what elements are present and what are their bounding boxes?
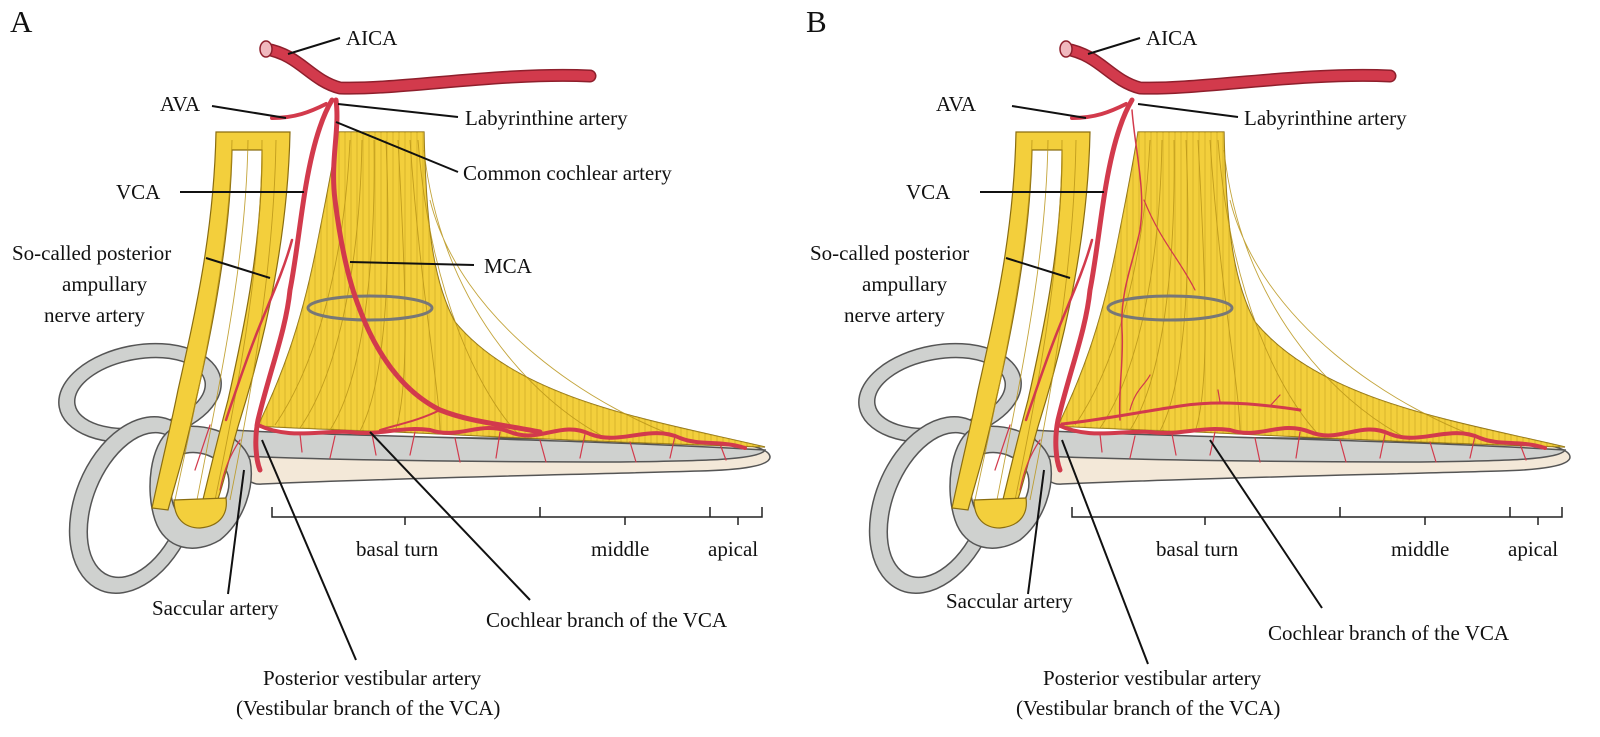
label-posterior-vestibular-2: (Vestibular branch of the VCA) bbox=[236, 696, 500, 720]
label-posterior-ampullary-3: nerve artery bbox=[44, 303, 145, 327]
label-posterior-vestibular-2: (Vestibular branch of the VCA) bbox=[1016, 696, 1280, 720]
label-cochlear-branch: Cochlear branch of the VCA bbox=[486, 608, 728, 632]
label-posterior-vestibular-1: Posterior vestibular artery bbox=[263, 666, 482, 690]
label-posterior-ampullary-2: ampullary bbox=[62, 272, 148, 296]
label-posterior-vestibular-1: Posterior vestibular artery bbox=[1043, 666, 1262, 690]
panel-letter: B bbox=[806, 4, 827, 39]
label-aica: AICA bbox=[346, 26, 398, 50]
label-basal-turn: basal turn bbox=[1156, 537, 1239, 561]
label-posterior-ampullary-1: So-called posterior bbox=[12, 241, 171, 265]
label-posterior-ampullary-1: So-called posterior bbox=[810, 241, 969, 265]
label-vca: VCA bbox=[906, 180, 951, 204]
label-apical: apical bbox=[708, 537, 758, 561]
label-cochlear-branch: Cochlear branch of the VCA bbox=[1268, 621, 1510, 645]
label-vca: VCA bbox=[116, 180, 161, 204]
panel-b: B AICA AVA Labyrinthine artery VCA So-ca… bbox=[806, 4, 1572, 720]
label-apical: apical bbox=[1508, 537, 1558, 561]
label-mca: MCA bbox=[484, 254, 533, 278]
label-middle: middle bbox=[591, 537, 649, 561]
panel-a: A AICA AVA Labyrinthine artery Common co… bbox=[10, 4, 772, 720]
label-saccular-artery: Saccular artery bbox=[152, 596, 279, 620]
label-ava: AVA bbox=[160, 92, 201, 116]
label-labyrinthine-artery: Labyrinthine artery bbox=[1244, 106, 1407, 130]
panel-letter: A bbox=[10, 4, 33, 39]
label-middle: middle bbox=[1391, 537, 1449, 561]
label-saccular-artery: Saccular artery bbox=[946, 589, 1073, 613]
label-common-cochlear-artery: Common cochlear artery bbox=[463, 161, 672, 185]
label-posterior-ampullary-3: nerve artery bbox=[844, 303, 945, 327]
label-posterior-ampullary-2: ampullary bbox=[862, 272, 948, 296]
label-basal-turn: basal turn bbox=[356, 537, 439, 561]
label-labyrinthine-artery: Labyrinthine artery bbox=[465, 106, 628, 130]
label-ava: AVA bbox=[936, 92, 977, 116]
label-aica: AICA bbox=[1146, 26, 1198, 50]
